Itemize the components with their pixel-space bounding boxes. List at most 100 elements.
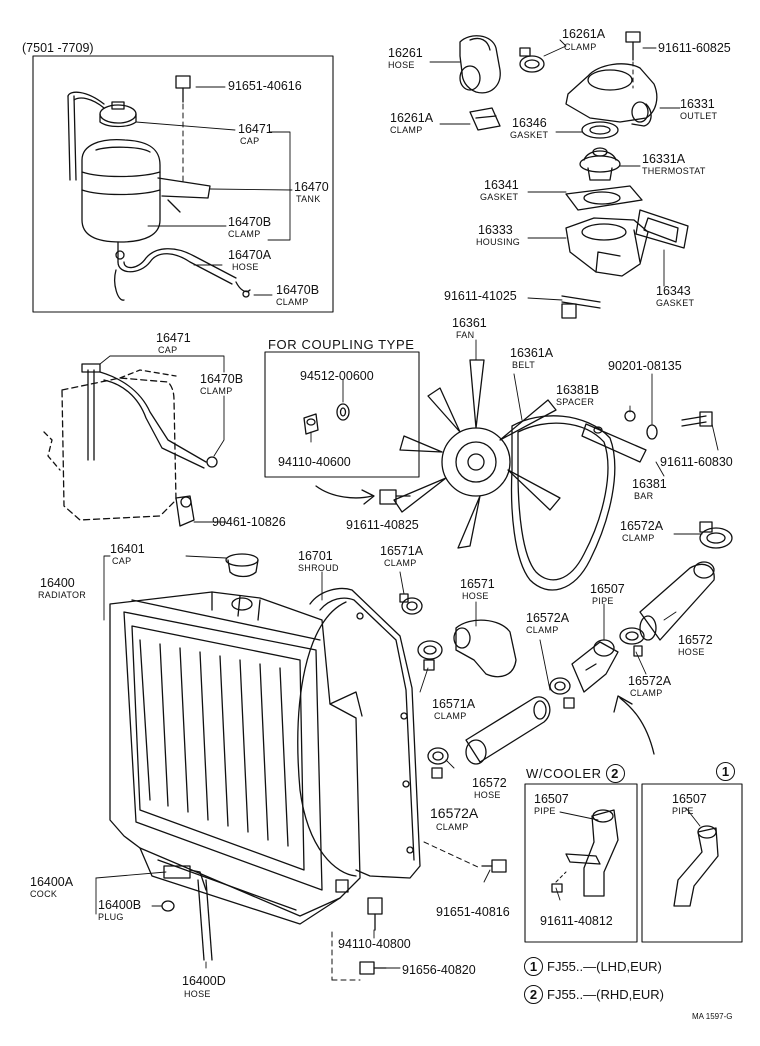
part-number: 91611-60830 xyxy=(660,455,733,469)
coupling-box xyxy=(264,351,420,478)
part-name: CLAMP xyxy=(436,822,469,832)
part-name: CAP xyxy=(112,556,132,566)
part-number: 16400A xyxy=(30,875,74,889)
part-name: RADIATOR xyxy=(38,590,87,600)
leader-lines xyxy=(95,39,719,969)
part-name: CLAMP xyxy=(622,533,655,543)
part-name: GASKET xyxy=(480,192,519,202)
legend-text: FJ55..—(LHD,EUR) xyxy=(547,959,662,974)
no-cooler-circle: 1 xyxy=(716,762,735,781)
part-number: 16381 xyxy=(632,477,667,491)
inset-frame xyxy=(32,55,334,313)
part-name: HOUSING xyxy=(476,237,521,247)
part-number: 16346 xyxy=(512,116,547,130)
part-number: 16261 xyxy=(388,46,423,60)
thermostat-16331A xyxy=(579,147,621,181)
shroud-16701-illustration xyxy=(297,587,421,879)
part-number: 16400D xyxy=(182,974,226,988)
part-number: 16470B xyxy=(276,283,320,297)
reserve-tank-illustration xyxy=(67,75,251,301)
part-number: 16470 xyxy=(294,180,329,194)
part-name: HOSE xyxy=(388,60,415,70)
fan-16361-illustration xyxy=(393,359,561,549)
top-left-range: (7501 -7709) xyxy=(22,41,94,55)
clamp-16572A-a xyxy=(699,521,733,549)
gasket-16346 xyxy=(581,121,619,139)
pipe-16507-main xyxy=(571,639,619,693)
clamp-16571A-top xyxy=(399,593,423,615)
clamp-16571A-bottom xyxy=(417,640,443,671)
no-cooler-title: 1 xyxy=(716,762,735,781)
cooler-title-text: W/COOLER xyxy=(526,766,602,781)
hose-16571 xyxy=(453,619,517,678)
part-number: 16333 xyxy=(478,223,513,237)
part-name: HOSE xyxy=(462,591,489,601)
part-number: 16361A xyxy=(510,346,554,360)
part-number: 16572A xyxy=(628,674,672,688)
part-number: 16331A xyxy=(642,152,686,166)
part-number: 16341 xyxy=(484,178,519,192)
part-name: CLAMP xyxy=(228,229,261,239)
part-number: 16572A xyxy=(430,805,479,821)
part-number: 91611-41025 xyxy=(444,289,517,303)
part-name: CAP xyxy=(240,136,260,146)
legend-item-2: 2 FJ55..—(RHD,EUR) xyxy=(524,985,664,1004)
part-name: OUTLET xyxy=(680,111,718,121)
hose-16572-left xyxy=(465,696,551,765)
part-number: 90461-10826 xyxy=(212,515,286,529)
part-number: 16471 xyxy=(156,331,191,345)
legend-text: FJ55..—(RHD,EUR) xyxy=(547,987,665,1002)
gasket-16343 xyxy=(635,209,689,249)
footer-code: MA 1597-G xyxy=(692,1012,733,1021)
part-number: 16331 xyxy=(680,97,715,111)
part-name: BELT xyxy=(512,360,536,370)
clamp-16261A-left xyxy=(469,107,501,131)
drain-cock-16400A xyxy=(161,865,213,961)
part-number: 16361 xyxy=(452,316,487,330)
part-name: PIPE xyxy=(672,806,694,816)
clamp-16572A-b xyxy=(549,677,575,709)
part-name: SHROUD xyxy=(298,563,339,573)
part-name: COCK xyxy=(30,889,58,899)
pipe-arrow xyxy=(613,695,655,755)
part-name: CLAMP xyxy=(390,125,423,135)
part-number: 16572 xyxy=(678,633,713,647)
cooler-title: W/COOLER 2 xyxy=(526,764,625,783)
part-number: 16571A xyxy=(432,697,476,711)
part-name: CAP xyxy=(158,345,178,355)
part-name: CLAMP xyxy=(630,688,663,698)
part-name: CLAMP xyxy=(526,625,559,635)
part-name: GASKET xyxy=(656,298,695,308)
part-name: CLAMP xyxy=(434,711,467,721)
part-name: SPACER xyxy=(556,397,595,407)
legend-circle: 1 xyxy=(524,957,543,976)
belt-16361A-illustration xyxy=(510,415,616,591)
part-number: 90201-08135 xyxy=(608,359,682,373)
clamp-16261A-top xyxy=(519,47,545,73)
part-number: 91611-60825 xyxy=(658,41,731,55)
part-name: CLAMP xyxy=(200,386,233,396)
radiator-cap-16401 xyxy=(225,553,259,578)
part-number: 16343 xyxy=(656,284,691,298)
part-name: THERMOSTAT xyxy=(642,166,706,176)
part-number: 16401 xyxy=(110,542,145,556)
part-number: 91656-40820 xyxy=(402,963,476,977)
coupling-title: FOR COUPLING TYPE xyxy=(268,337,415,352)
part-number: 16470A xyxy=(228,248,272,262)
part-number: 16507 xyxy=(672,792,707,806)
part-number: 16701 xyxy=(298,549,333,563)
part-number: 94110-40600 xyxy=(278,455,351,469)
part-name: CLAMP xyxy=(564,42,597,52)
cooler-box-2 xyxy=(524,783,638,943)
part-number: 94110-40800 xyxy=(338,937,411,951)
spacer-bar-illustration xyxy=(581,410,713,463)
part-name: BAR xyxy=(634,491,654,501)
lower-bolts xyxy=(331,841,507,981)
no-cooler-box-1 xyxy=(641,783,743,943)
cooler-circle: 2 xyxy=(605,764,625,783)
part-number: 16507 xyxy=(590,582,625,596)
coupling-arrow xyxy=(315,485,411,505)
thermostat-housing-16333 xyxy=(565,217,649,277)
part-name: GASKET xyxy=(510,130,549,140)
